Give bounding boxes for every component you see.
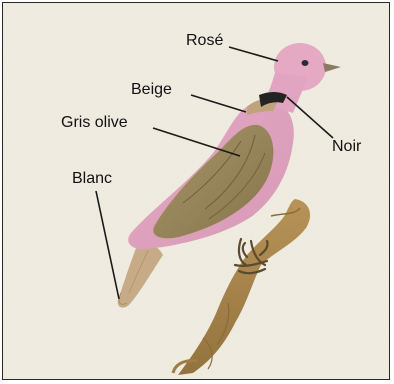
bird-eye	[302, 60, 309, 66]
label-gris-olive: Gris olive	[61, 114, 128, 131]
illustration-frame: Rosé Beige Gris olive Noir Blanc	[2, 2, 390, 380]
label-beige: Beige	[131, 81, 172, 98]
label-rose: Rosé	[186, 32, 223, 49]
label-blanc: Blanc	[72, 170, 112, 187]
label-noir: Noir	[332, 138, 362, 155]
bird-diagram: Rosé Beige Gris olive Noir Blanc	[3, 3, 390, 380]
